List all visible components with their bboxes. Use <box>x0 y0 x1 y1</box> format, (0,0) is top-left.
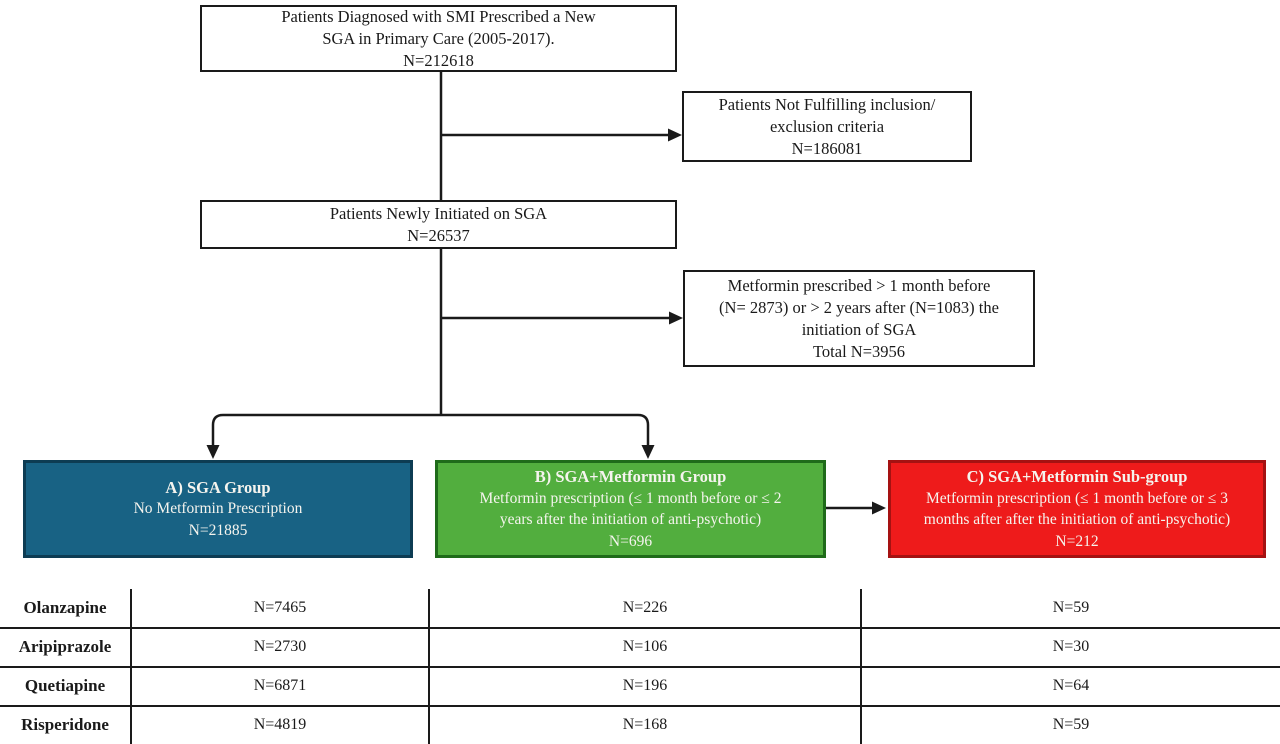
flow-box-metformin-exclusion: Metformin prescribed > 1 month before (N… <box>683 270 1035 367</box>
flow-box-line: Patients Diagnosed with SMI Prescribed a… <box>281 6 596 26</box>
table-cell-group-b: N=168 <box>622 716 668 733</box>
group-title: B) SGA+Metformin Group <box>534 467 727 486</box>
flow-box-newly-initiated: Patients Newly Initiated on SGA N=26537 <box>200 200 677 249</box>
flow-box-line: N=212618 <box>403 50 474 70</box>
flow-box-line: Metformin prescribed > 1 month before <box>727 275 991 295</box>
table-cell-group-a: N=2730 <box>253 638 307 655</box>
table-row-divider <box>0 705 1280 707</box>
flow-box-line: N=186081 <box>791 138 863 158</box>
group-line: months after after the initiation of ant… <box>923 511 1231 528</box>
table-cell-drug: Quetiapine <box>24 676 106 695</box>
flow-box-smi-diagnosed: Patients Diagnosed with SMI Prescribed a… <box>200 5 677 72</box>
table-row-divider <box>0 627 1280 629</box>
table-cell-drug: Olanzapine <box>23 598 107 617</box>
flow-box-line: exclusion criteria <box>769 116 885 136</box>
flow-box-line: N=26537 <box>407 225 470 245</box>
table-row-divider <box>0 666 1280 668</box>
flow-box-line: initiation of SGA <box>801 319 917 339</box>
table-cell-group-a: N=6871 <box>253 677 307 694</box>
table-cell-group-b: N=106 <box>622 638 668 655</box>
table-cell-drug: Aripiprazole <box>18 637 112 656</box>
group-line: No Metformin Prescription <box>133 500 303 518</box>
flow-box-line: SGA in Primary Care (2005-2017). <box>322 28 555 48</box>
group-line: N=21885 <box>188 521 248 539</box>
flow-box-exclusion-criteria: Patients Not Fulfilling inclusion/ exclu… <box>682 91 972 162</box>
table-cell-group-a: N=4819 <box>253 716 307 733</box>
flow-box-line: Total N=3956 <box>812 341 905 361</box>
arrowhead-group-a <box>206 445 220 459</box>
table-cell-group-c: N=30 <box>1052 638 1090 655</box>
arrowhead-exclusion <box>668 128 682 142</box>
flow-box-line: (N= 2873) or > 2 years after (N=1083) th… <box>719 297 999 317</box>
arrowhead-metformin-exclusion <box>669 311 683 325</box>
group-line: Metformin prescription (≤ 1 month before… <box>926 489 1228 507</box>
arrowhead-group-b <box>641 445 655 459</box>
group-box-sga-metformin-subgroup: C) SGA+Metformin Sub-group Metformin pre… <box>888 460 1266 558</box>
group-title: A) SGA Group <box>165 477 271 497</box>
group-box-sga-metformin: B) SGA+Metformin Group Metformin prescri… <box>435 460 826 558</box>
table-cell-group-b: N=226 <box>622 599 668 616</box>
table-cell-group-a: N=7465 <box>253 599 307 616</box>
flow-box-line: Patients Newly Initiated on SGA <box>329 203 548 223</box>
group-line: N=696 <box>608 532 653 550</box>
group-line: Metformin prescription (≤ 1 month before… <box>479 489 782 507</box>
table-cell-group-c: N=64 <box>1052 677 1090 694</box>
connector-branch-to-groups <box>211 413 650 446</box>
table-cell-group-b: N=196 <box>622 677 668 694</box>
group-line: years after the initiation of anti-psych… <box>499 511 762 528</box>
group-box-sga: A) SGA Group No Metformin Prescription N… <box>23 460 413 558</box>
table-cell-group-c: N=59 <box>1052 599 1090 616</box>
group-title: C) SGA+Metformin Sub-group <box>966 467 1188 486</box>
group-line: N=212 <box>1055 532 1099 550</box>
table-cell-group-c: N=59 <box>1052 716 1090 733</box>
arrowhead-group-c <box>872 501 886 515</box>
flow-box-line: Patients Not Fulfilling inclusion/ <box>718 94 936 114</box>
table-cell-drug: Risperidone <box>21 715 109 734</box>
